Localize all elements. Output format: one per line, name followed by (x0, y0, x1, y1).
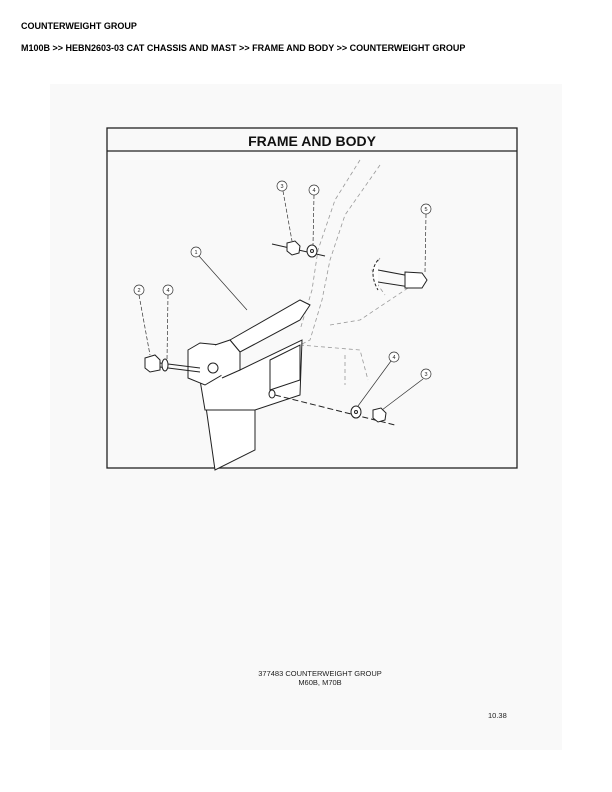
svg-text:3: 3 (424, 372, 427, 378)
nut-washer-bottom (274, 394, 396, 426)
svg-text:4: 4 (312, 188, 315, 194)
svg-text:1: 1 (194, 250, 197, 256)
leader-lines (138, 190, 427, 411)
callout-3-bottom: 3 (420, 368, 432, 380)
bolt-right (372, 259, 428, 291)
svg-text:2: 2 (137, 288, 140, 294)
caption-part-number: 377483 COUNTERWEIGHT GROUP (258, 669, 382, 678)
diagram-title: FRAME AND BODY (248, 133, 376, 149)
breadcrumb: M100B >> HEBN2603-03 CAT CHASSIS AND MAS… (21, 43, 466, 53)
svg-text:4: 4 (166, 288, 169, 294)
page-number: 10.38 (488, 711, 507, 720)
callout-4-bottom: 4 (388, 351, 400, 363)
bolt-left (144, 354, 201, 373)
scanned-page (50, 84, 562, 750)
callout-4-left: 4 (162, 284, 174, 296)
callout-4-top: 4 (308, 184, 320, 196)
callout-3-top: 3 (276, 180, 288, 192)
callout-1: 1 (190, 246, 202, 258)
nut-washer-top (271, 240, 326, 258)
svg-text:3: 3 (280, 184, 283, 190)
callout-5: 5 (420, 203, 432, 215)
callout-2: 2 (133, 284, 145, 296)
caption-models: M60B, M70B (298, 678, 342, 687)
svg-text:5: 5 (424, 207, 427, 213)
diagram-frame (106, 127, 518, 469)
frame-outline (299, 159, 421, 385)
counterweight (187, 299, 311, 471)
svg-text:4: 4 (392, 355, 395, 361)
page-title: COUNTERWEIGHT GROUP (21, 21, 137, 31)
